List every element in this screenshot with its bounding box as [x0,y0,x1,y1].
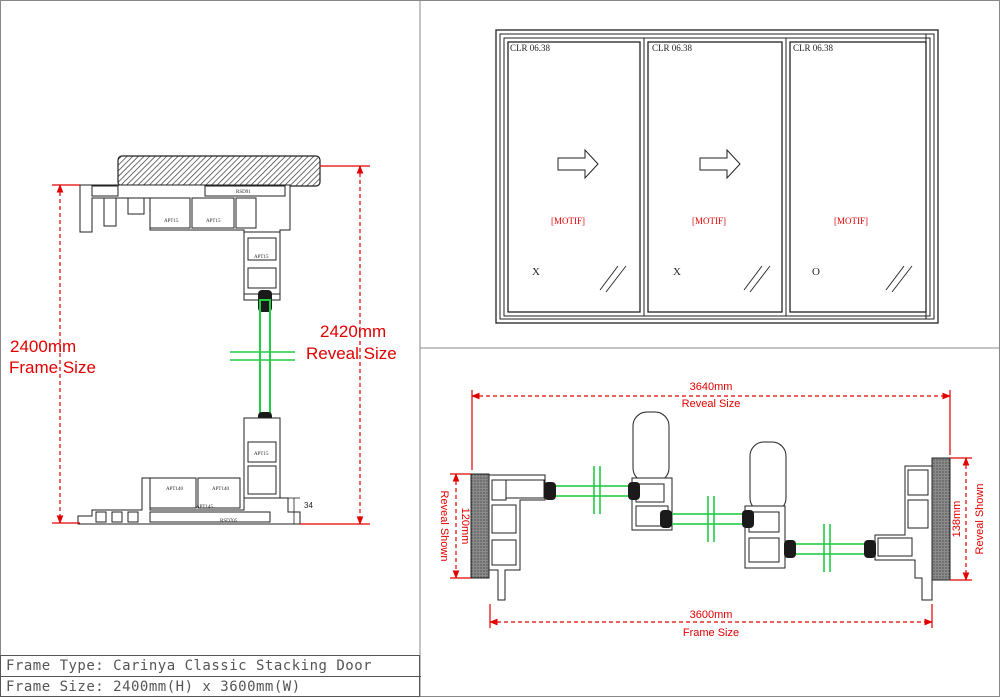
sill-frame-profile [78,418,300,524]
reveal-size-label: Reveal Size [306,344,397,363]
right-reveal-label: Reveal Shown [974,484,986,555]
left-reveal-label: Reveal Shown [438,491,450,562]
right-reveal-value: 138mm [951,501,963,538]
interlock-2 [745,442,786,568]
panel-3-glass: CLR 06.38 [793,43,834,53]
code-sill-jamb: APT15 [254,452,269,457]
panel-3: CLR 06.38 [MOTIF] O [793,43,912,292]
panel-1-glass-reflection-icon [600,266,626,292]
code-sill-a: APT140 [166,487,183,492]
reveal-width-label: Reveal Size [682,398,741,410]
frame-size-row: Frame Size: 2400mm(H) x 3600mm(W) [1,677,421,698]
left-reveal-timber [471,474,489,578]
code-head-track-b: APT15 [206,219,221,224]
head-reveal-timber [118,156,320,186]
frame-type-row: Frame Type: Carinya Classic Stacking Doo… [1,656,421,677]
panel-3-motif: [MOTIF] [834,216,868,226]
right-jamb-profile [875,466,932,600]
door-elevation: CLR 06.38 [MOTIF] X CLR 06.38 [MOTIF] X … [496,30,938,323]
code-sill-b: APT140 [212,487,229,492]
plan-glazing [548,466,874,572]
panel-3-glass-reflection-icon [886,266,912,292]
plan-section: 3640mm Reveal Size 3600mm Frame Size 120… [438,381,986,639]
panel-1-arrow-icon [558,150,598,178]
panel-3-mark: O [812,266,820,278]
frame-width-label: Frame Size [683,627,739,639]
code-head-track-a: APT15 [164,219,179,224]
reveal-width-value: 3640mm [690,381,733,393]
panel-2-glass: CLR 06.38 [652,43,693,53]
glazing-vertical [230,290,295,434]
panel-2-motif: [MOTIF] [692,216,726,226]
head-frame-profile [80,185,290,300]
reveal-size-value: 2420mm [320,322,386,341]
title-block: Frame Type: Carinya Classic Stacking Doo… [0,655,420,697]
panel-1-mark: X [532,266,540,278]
panel-1: CLR 06.38 [MOTIF] X [510,43,626,292]
code-sill-small: APT145 [196,505,213,510]
vertical-frame-section: RSD91 APT15 APT15 APT15 APT15 [9,156,397,524]
code-sill-base: RSD705 [220,519,238,524]
panel-2-arrow-icon [700,150,740,178]
left-jamb-profile [489,475,545,600]
code-head-jamb: APT15 [254,255,269,260]
panel-2-glass-reflection-icon [744,266,770,292]
dim-34-text: 34 [304,501,313,510]
left-reveal-value: 120mm [459,508,471,545]
frame-size-value: 2400mm [10,337,76,356]
panel-2-mark: X [673,266,681,278]
panel-1-glass: CLR 06.38 [510,43,551,53]
plan-dimensions [450,390,972,628]
panel-2: CLR 06.38 [MOTIF] X [652,43,770,292]
right-reveal-timber [932,458,950,580]
code-head-reveal: RSD91 [236,190,251,195]
frame-size-label: Frame Size [9,358,96,377]
panel-1-motif: [MOTIF] [551,216,585,226]
frame-width-value: 3600mm [690,609,733,621]
